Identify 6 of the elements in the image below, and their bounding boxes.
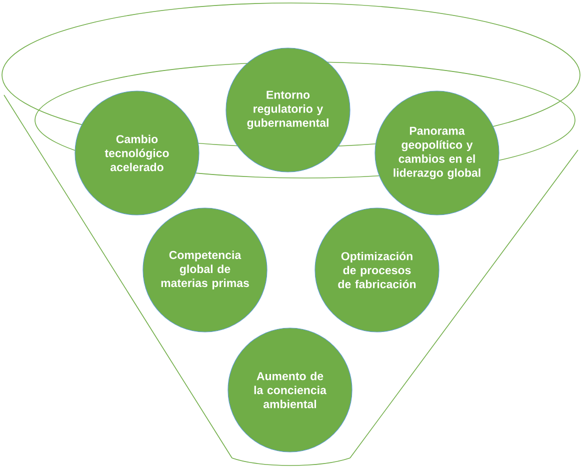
- circle-node: Aumento de la conciencia ambiental: [228, 328, 352, 452]
- circle-node: Optimización de procesos de fabricación: [314, 208, 440, 332]
- circle-node: Cambio tecnológico acelerado: [74, 90, 200, 216]
- circle-node: Panorama geopolítico y cambios en el liderazgo global: [374, 90, 500, 216]
- circle-node: Entorno regulatorio y gubernamental: [226, 48, 350, 172]
- circle-node: Competencia global de materias primas: [142, 208, 268, 332]
